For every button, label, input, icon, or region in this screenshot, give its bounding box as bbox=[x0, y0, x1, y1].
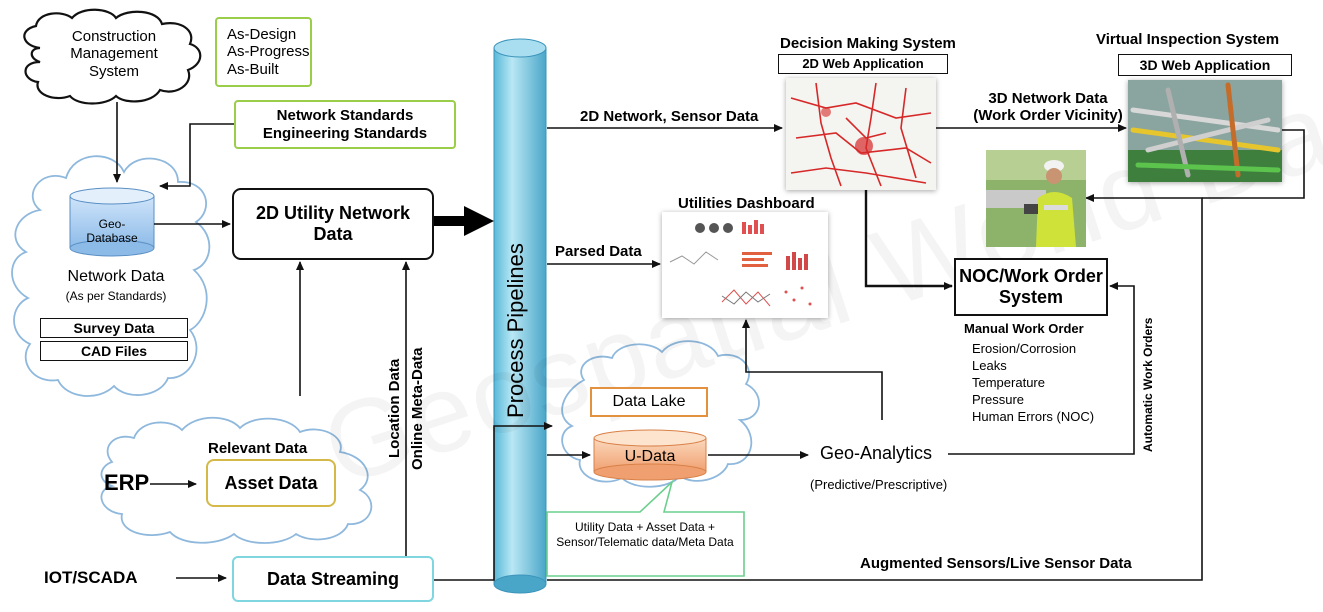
utility-network-box: 2D Utility Network Data bbox=[232, 188, 434, 260]
decision-app-label: 2D Web Application bbox=[778, 54, 948, 74]
survey-data-box: Survey Data bbox=[40, 318, 188, 338]
iot-scada-label: IOT/SCADA bbox=[44, 568, 138, 587]
field-inspector-photo bbox=[986, 150, 1086, 247]
virtual-app-label: 3D Web Application bbox=[1118, 54, 1292, 76]
callout-bubble bbox=[546, 479, 745, 577]
u-data-label: U-Data bbox=[624, 448, 676, 465]
design-states-box: As-Design As-Progress As-Built bbox=[215, 17, 312, 87]
online-meta-data-label: Online Meta-Data bbox=[409, 347, 426, 470]
3d-model-thumbnail bbox=[1128, 80, 1282, 182]
network-3d-label: 3D Network Data (Work Order Vicinity) bbox=[960, 90, 1136, 125]
construction-management-label: Construction Management System bbox=[70, 28, 158, 80]
process-pipeline-cylinder bbox=[493, 38, 547, 594]
dashboard-graphic bbox=[662, 212, 828, 318]
manual-wo-item: Temperature bbox=[972, 375, 1045, 390]
network-data-subtitle: (As per Standards) bbox=[65, 289, 167, 303]
thick-arrow-to-pipeline bbox=[432, 206, 494, 236]
relevant-data-label: Relevant Data bbox=[208, 440, 308, 457]
erp-label: ERP bbox=[104, 470, 150, 495]
manual-wo-item: Erosion/Corrosion bbox=[972, 341, 1077, 356]
2d-map-thumbnail bbox=[786, 78, 936, 190]
manual-wo-item: Pressure bbox=[972, 392, 1025, 407]
geo-analytics-subtitle: (Predictive/Prescriptive) bbox=[810, 477, 948, 492]
design-state-item: As-Built bbox=[227, 60, 279, 78]
noc-work-order-box: NOC/Work Order System bbox=[954, 258, 1108, 316]
automatic-work-orders-label: Automatic Work Orders bbox=[1141, 317, 1155, 452]
3d-model-graphic bbox=[1128, 80, 1282, 182]
cloud-construction-management bbox=[23, 8, 202, 105]
cad-files-box: CAD Files bbox=[40, 341, 188, 361]
network-3d-line: 3D Network Data bbox=[988, 90, 1108, 107]
standards-box: Network Standards Engineering Standards bbox=[234, 100, 456, 149]
dashboard-thumbnail bbox=[662, 212, 828, 318]
map-graphic bbox=[786, 78, 936, 190]
geo-database-label: Geo-Database bbox=[86, 217, 138, 245]
manual-wo-item: Human Errors (NOC) bbox=[972, 409, 1095, 424]
dashboard-title: Utilities Dashboard bbox=[678, 195, 815, 212]
flow-parsed-data-label: Parsed Data bbox=[555, 243, 642, 260]
standards-item: Engineering Standards bbox=[262, 124, 428, 142]
inspector-graphic bbox=[986, 150, 1086, 247]
flow-2d-network-label: 2D Network, Sensor Data bbox=[580, 108, 759, 125]
design-state-item: As-Progress bbox=[227, 43, 310, 61]
data-lake-box: Data Lake bbox=[590, 387, 708, 417]
callout-text: Utility Data + Asset Data + Sensor/Telem… bbox=[556, 520, 734, 549]
location-data-label: Location Data bbox=[386, 358, 403, 458]
geo-analytics-label: Geo-Analytics bbox=[820, 443, 933, 463]
geo-database-cylinder bbox=[69, 187, 155, 257]
design-state-item: As-Design bbox=[227, 26, 297, 44]
virtual-inspection-title: Virtual Inspection System bbox=[1096, 31, 1280, 48]
connector-lines bbox=[113, 102, 1305, 582]
manual-work-order-title: Manual Work Order bbox=[964, 321, 1084, 336]
data-streaming-box: Data Streaming bbox=[232, 556, 434, 602]
manual-wo-item: Leaks bbox=[972, 358, 1007, 373]
u-data-cylinder bbox=[593, 429, 707, 481]
network-3d-line: (Work Order Vicinity) bbox=[973, 107, 1123, 125]
standards-item: Network Standards bbox=[276, 107, 414, 125]
manual-work-order-list: Erosion/Corrosion Leaks Temperature Pres… bbox=[972, 340, 1094, 425]
decision-system-title: Decision Making System bbox=[780, 35, 956, 52]
network-data-title: Network Data bbox=[67, 268, 165, 285]
process-pipelines-label: Process Pipelines bbox=[503, 243, 528, 418]
asset-data-box: Asset Data bbox=[206, 459, 336, 507]
augmented-sensors-label: Augmented Sensors/Live Sensor Data bbox=[860, 555, 1132, 572]
